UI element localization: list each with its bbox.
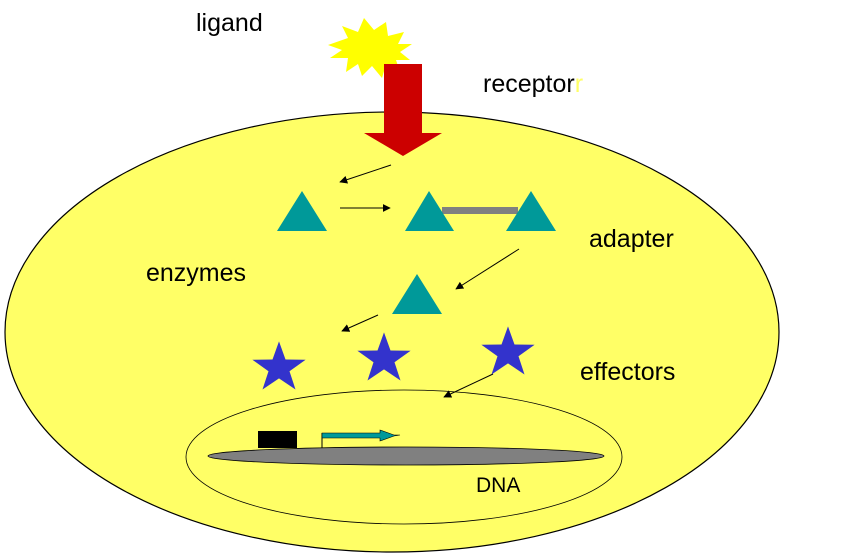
enzyme-triangle-1 bbox=[277, 191, 327, 231]
enzyme-triangle-4 bbox=[392, 274, 442, 314]
cell-membrane bbox=[4, 111, 780, 553]
adapter-link bbox=[442, 207, 518, 214]
promoter-box bbox=[258, 431, 297, 448]
label-receptor-suffix: r bbox=[574, 70, 584, 98]
arrow-enzyme-to-effectors bbox=[341, 314, 379, 332]
label-effectors: effectors bbox=[580, 358, 676, 386]
enzyme-triangle-3 bbox=[506, 191, 556, 231]
effector-star-3 bbox=[481, 326, 535, 375]
label-receptor-text: receptor bbox=[483, 70, 575, 98]
enzyme-triangle-2 bbox=[405, 191, 454, 231]
label-adapter: adapter bbox=[589, 225, 674, 253]
receptor-arrow bbox=[364, 64, 442, 156]
effector-star-1 bbox=[252, 341, 306, 390]
arrow-receptor-to-enzyme bbox=[339, 164, 392, 184]
nucleus bbox=[185, 389, 623, 525]
arrow-adapter-to-enzyme bbox=[455, 248, 520, 290]
ligand-starburst bbox=[328, 18, 412, 78]
dna-strand bbox=[207, 446, 605, 466]
label-dna: DNA bbox=[476, 474, 521, 497]
arrow-effector-to-nucleus bbox=[443, 373, 494, 398]
label-enzymes: enzymes bbox=[146, 259, 247, 287]
effector-star-2 bbox=[357, 332, 411, 381]
transcript-arrow bbox=[321, 429, 401, 442]
label-ligand: ligand bbox=[196, 9, 263, 37]
label-receptor: receptorr bbox=[483, 72, 583, 97]
